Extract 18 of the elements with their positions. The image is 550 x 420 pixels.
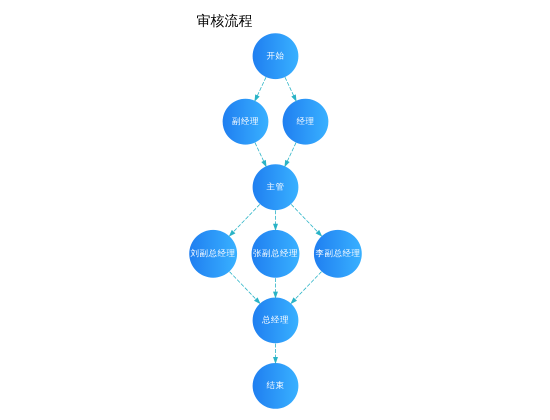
arrow [254, 76, 266, 102]
node-circle: 结束 [252, 363, 298, 409]
diagram-title: 审核流程 [196, 14, 252, 30]
arrow [290, 204, 322, 237]
arrow [228, 204, 260, 237]
arrow [228, 271, 260, 304]
node-circle: 主管 [252, 164, 298, 210]
arrow [272, 343, 278, 364]
arrow [284, 142, 296, 168]
node-circle: 张副总经理 [251, 230, 299, 278]
arrow [272, 278, 278, 299]
node-circle: 开始 [252, 33, 298, 80]
node-circle: 经理 [282, 98, 328, 145]
arrow [290, 271, 322, 304]
node-circle: 副经理 [222, 98, 268, 145]
arrow [284, 76, 296, 102]
arrow [254, 142, 266, 168]
arrow [272, 210, 278, 231]
